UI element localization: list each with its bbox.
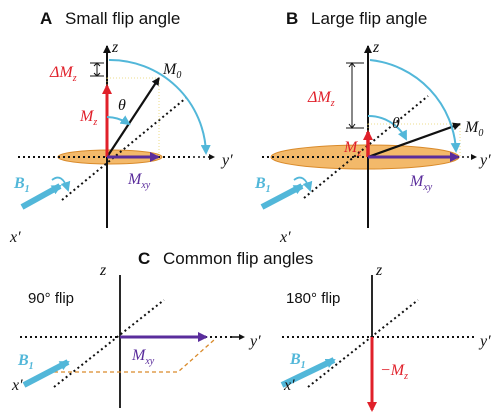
panel-b-b1-vector [260, 183, 304, 210]
svg-text:ΔMz: ΔMz [307, 89, 335, 109]
panel-b-theta-arc [367, 114, 407, 141]
panel-b-x-label: x′ [279, 229, 291, 246]
panel-a-delta-mz-label: ΔM [49, 64, 74, 81]
panel-b-x-axis [303, 95, 429, 199]
panel-a-m0-label: M [162, 61, 178, 78]
panel-a-x-label: x′ [9, 229, 21, 246]
panel-c-title: Common flip angles [163, 249, 313, 268]
panel-c-90-b1-vector [22, 359, 70, 388]
panel-c-180-b1-vector [280, 357, 336, 388]
panel-c-180-x-axis [307, 299, 419, 388]
panel-a-b1-rotation-arc [51, 176, 71, 192]
panel-a-title: Small flip angle [65, 9, 180, 28]
panel-b-delta-mz-label: ΔM [307, 89, 332, 106]
panel-b-b1-rotation-arc [293, 176, 313, 192]
panel-c-180-y-label: y′ [478, 333, 491, 350]
panel-a-letter: A [40, 9, 52, 28]
panel-c-180-z-label: z [375, 262, 383, 279]
panel-b-mz-label: M [343, 139, 359, 156]
panel-b: B Large flip angle z y′ x′ ΔMz M [254, 9, 491, 246]
panel-a-b1-label: B [13, 175, 25, 192]
panel-a: A Small flip angle z [9, 9, 233, 246]
panel-c-90-z-label: z [99, 262, 107, 279]
panel-c-90-flip: 90° flip z y′ x′ B1 Mxy [11, 262, 261, 408]
panel-a-m0-vector [106, 77, 160, 158]
svg-text:Mxy: Mxy [127, 171, 151, 191]
panel-a-mz-label: M [79, 108, 95, 125]
panel-c-90-projection [54, 339, 215, 373]
svg-text:B1: B1 [254, 175, 271, 195]
svg-text:Mxy: Mxy [409, 173, 433, 193]
svg-text:Mxy: Mxy [131, 347, 155, 367]
panel-b-b1-label: B [254, 175, 266, 192]
panel-c-90-x-axis [53, 299, 165, 388]
panel-a-mxy-label: M [127, 171, 143, 188]
panel-b-rotation-arc [369, 59, 461, 153]
svg-text:ΔMz: ΔMz [49, 64, 77, 84]
svg-text:C Common flip angles: C Common flip angles [138, 249, 313, 268]
panel-b-mxy-label: M [409, 173, 425, 190]
panel-b-theta-label: θ [392, 115, 400, 132]
panel-a-x-axis [61, 97, 187, 201]
panel-a-b1-vector [20, 183, 62, 210]
panel-a-theta-arc [106, 115, 131, 126]
svg-text:Mz: Mz [343, 139, 361, 159]
svg-text:B1: B1 [289, 351, 306, 371]
panel-c-letter: C [138, 249, 150, 268]
panel-c-90-y-label: y′ [248, 333, 261, 350]
panel-c-90-mxy-label: M [131, 347, 147, 364]
panel-b-letter: B [286, 9, 298, 28]
panel-c: C Common flip angles 90° flip z y′ x′ B1… [11, 249, 491, 412]
panel-c-180-neg-mz-label: −M [380, 362, 406, 379]
svg-text:M0: M0 [464, 119, 483, 139]
panel-c-180-label: 180° flip [286, 290, 340, 307]
svg-text:B Large flip angle: B Large flip angle [286, 9, 427, 28]
panel-c-90-label: 90° flip [28, 290, 74, 307]
svg-text:Mz: Mz [79, 108, 97, 128]
panel-b-m0-label: M [464, 119, 480, 136]
panel-c-180-x-label: x′ [283, 377, 295, 394]
panel-a-z-label: z [111, 39, 119, 56]
panel-a-y-label: y′ [220, 152, 233, 169]
panel-b-m0-vector [367, 122, 461, 159]
panel-c-180-b1-label: B [289, 351, 301, 368]
panel-c-90-x-label: x′ [11, 377, 23, 394]
svg-text:−Mz: −Mz [380, 362, 408, 382]
panel-b-y-label: y′ [478, 152, 491, 169]
panel-c-90-b1-label: B [17, 352, 29, 369]
panel-b-z-label: z [372, 39, 380, 56]
panel-a-theta-label: θ [118, 97, 126, 114]
panel-a-rotation-arc [108, 58, 211, 155]
svg-text:B1: B1 [13, 175, 30, 195]
svg-text:B1: B1 [17, 352, 34, 372]
svg-text:A Small flip angle: A Small flip angle [40, 9, 180, 28]
svg-text:M0: M0 [162, 61, 181, 81]
panel-b-title: Large flip angle [311, 9, 427, 28]
panel-c-180-flip: 180° flip z y′ x′ B1 −Mz [280, 262, 491, 412]
